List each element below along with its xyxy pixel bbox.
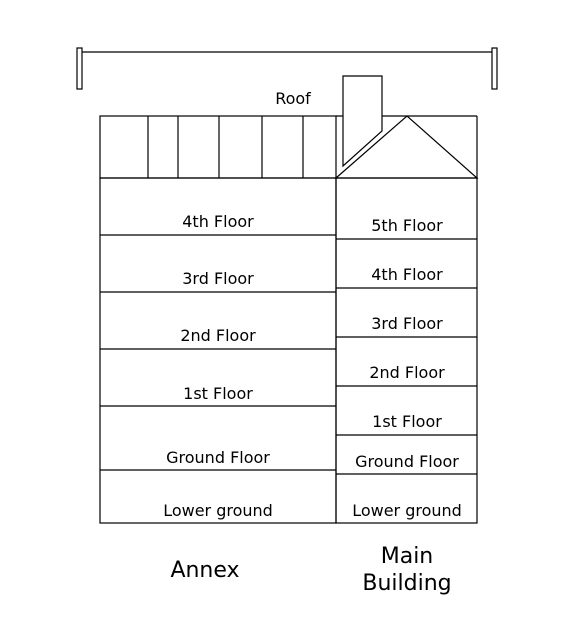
main-floor-label: 3rd Floor — [371, 314, 443, 333]
main-building-section — [335, 177, 478, 524]
main-floor-label: 5th Floor — [371, 216, 443, 235]
annex-floor-label: 2nd Floor — [180, 326, 256, 345]
main-building-title-line1: Main — [381, 544, 434, 569]
annex-roof — [99, 115, 337, 179]
annex-floor-label: 3rd Floor — [182, 269, 254, 288]
roof-label: Roof — [275, 89, 311, 108]
main-floor-label: 4th Floor — [371, 265, 443, 284]
main-floor-label: 1st Floor — [372, 412, 442, 431]
annex-floor-label: 4th Floor — [182, 212, 254, 231]
annex-floor-label: Ground Floor — [166, 448, 270, 467]
annex-floor-label: 1st Floor — [183, 384, 253, 403]
annex-floor-label: Lower ground — [163, 501, 273, 520]
chimney — [342, 75, 383, 168]
annex-title: Annex — [170, 558, 239, 583]
main-floor-label: Lower ground — [352, 501, 462, 520]
top-bracket — [76, 47, 498, 90]
main-building-title-line2: Building — [362, 571, 451, 596]
main-floor-label: 2nd Floor — [369, 363, 445, 382]
main-floor-label: Ground Floor — [355, 452, 459, 471]
